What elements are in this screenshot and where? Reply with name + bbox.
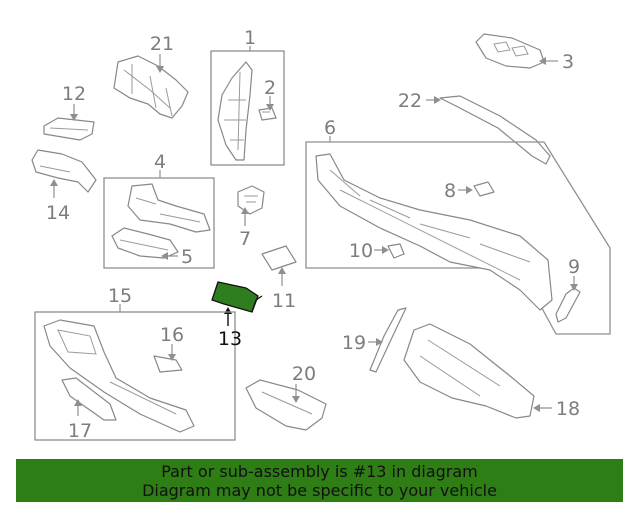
- callout-14: 14: [46, 202, 70, 224]
- callout-19: 19: [342, 332, 366, 354]
- part-9[interactable]: [555, 287, 581, 323]
- callout-5: 5: [181, 246, 193, 268]
- callout-8: 8: [444, 180, 456, 202]
- callout-1: 1: [244, 27, 256, 49]
- parts-diagram: 1 2 3 4 5 6 7 8 9 10 11 12 13 14 15 16 1…: [31, 27, 611, 442]
- group-box-6: [305, 141, 611, 335]
- part-12[interactable]: [43, 117, 95, 141]
- callout-6: 6: [324, 117, 336, 139]
- callout-7: 7: [239, 228, 251, 250]
- part-17[interactable]: [61, 377, 117, 421]
- part-1[interactable]: [217, 61, 253, 161]
- callout-22: 22: [398, 90, 422, 112]
- callout-18: 18: [556, 398, 580, 420]
- callout-20: 20: [292, 363, 316, 385]
- part-15[interactable]: [43, 319, 195, 433]
- callout-9: 9: [568, 256, 580, 278]
- callout-2: 2: [264, 77, 276, 99]
- callout-11: 11: [272, 290, 296, 312]
- part-16[interactable]: [153, 355, 183, 373]
- part-19[interactable]: [369, 307, 407, 373]
- part-5[interactable]: [111, 227, 179, 259]
- part-7[interactable]: [237, 185, 265, 215]
- info-banner: Part or sub-assembly is #13 in diagram D…: [16, 459, 623, 502]
- callout-15: 15: [108, 285, 132, 307]
- part-21[interactable]: [113, 55, 189, 119]
- callout-3: 3: [562, 51, 574, 73]
- part-14[interactable]: [31, 149, 97, 193]
- banner-line-2: Diagram may not be specific to your vehi…: [142, 481, 497, 500]
- part-11[interactable]: [261, 245, 297, 271]
- part-2[interactable]: [258, 107, 277, 121]
- callout-16: 16: [160, 324, 184, 346]
- callout-17: 17: [68, 420, 92, 442]
- callout-12: 12: [62, 83, 86, 105]
- group-box-15: [34, 311, 236, 441]
- part-6[interactable]: [315, 153, 553, 311]
- banner-line-1: Part or sub-assembly is #13 in diagram: [161, 462, 478, 481]
- part-13[interactable]: [211, 281, 263, 313]
- part-4[interactable]: [127, 183, 211, 233]
- group-box-1: [210, 50, 285, 166]
- group-box-4: [103, 177, 215, 269]
- callout-10: 10: [349, 240, 373, 262]
- part-22[interactable]: [439, 95, 551, 165]
- part-18[interactable]: [403, 323, 535, 419]
- callout-13: 13: [218, 328, 242, 350]
- part-8[interactable]: [473, 181, 495, 197]
- callout-4: 4: [154, 151, 166, 173]
- part-20[interactable]: [245, 379, 327, 431]
- part-3[interactable]: [475, 33, 545, 69]
- callout-21: 21: [150, 33, 174, 55]
- part-10[interactable]: [387, 243, 405, 259]
